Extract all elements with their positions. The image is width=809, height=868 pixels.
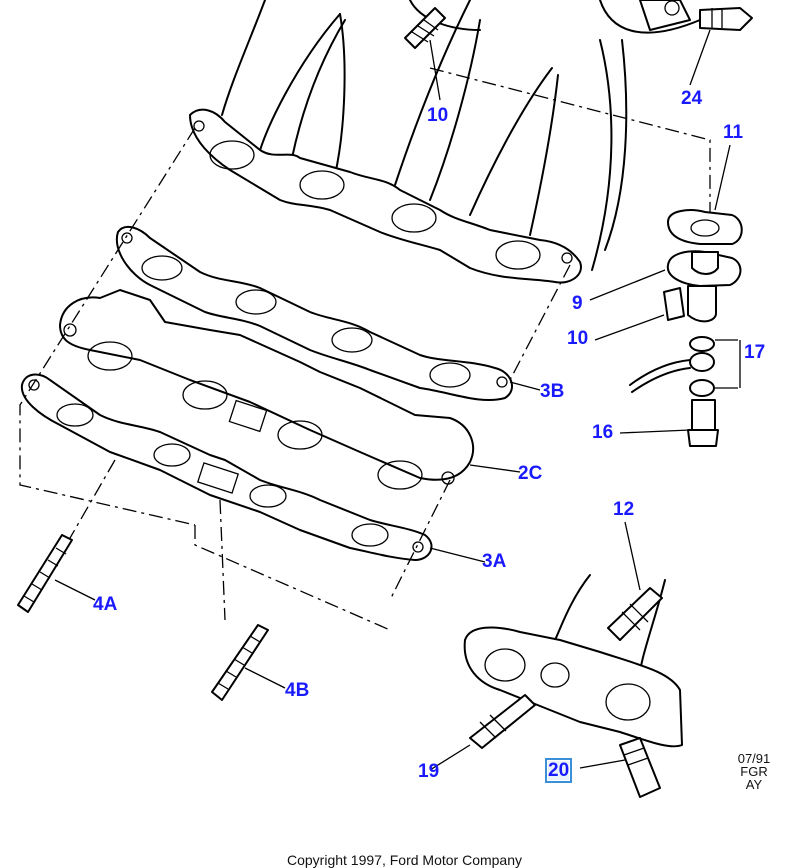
copyright-text: Copyright 1997, Ford Motor Company [287, 852, 522, 868]
gasket-3a [20, 373, 433, 561]
stamp-code-1: FGR [740, 764, 768, 779]
bolt-10 [663, 287, 685, 321]
callout-19[interactable]: 19 [418, 761, 440, 782]
callout-3a[interactable]: 3A [482, 551, 507, 572]
exhaust-flange [463, 574, 683, 748]
stamp-date: 07/91 [737, 751, 771, 766]
callout-10-top[interactable]: 10 [427, 105, 449, 126]
leader-lines [54, 29, 741, 771]
union-16 [691, 399, 716, 431]
stud-4a [17, 534, 73, 613]
stud-4b [211, 624, 269, 701]
gasket-11 [667, 209, 743, 245]
flange-9 [666, 250, 742, 323]
callout-24[interactable]: 24 [681, 88, 703, 109]
callout-17[interactable]: 17 [744, 342, 766, 363]
drawing-stamp: 07/91 FGR AY [726, 752, 782, 791]
sensor-19 [469, 694, 536, 749]
callout-4b[interactable]: 4B [285, 680, 310, 701]
washer-17a [689, 336, 715, 352]
sensor-12 [607, 587, 663, 641]
stamp-code-2: AY [745, 777, 763, 792]
plug-20 [619, 737, 661, 798]
callout-12[interactable]: 12 [613, 499, 635, 520]
callout-10-mid[interactable]: 10 [567, 328, 589, 349]
fitting-24 [699, 7, 753, 31]
callout-20[interactable]: 20 [544, 758, 573, 783]
nut-17 [689, 352, 715, 372]
stud-10-top [404, 7, 446, 49]
callout-16[interactable]: 16 [592, 422, 614, 443]
callout-3b[interactable]: 3B [540, 381, 565, 402]
manifold-flange [189, 108, 582, 284]
callout-9[interactable]: 9 [572, 293, 583, 314]
intake-manifold [221, 0, 701, 271]
callout-2c[interactable]: 2C [518, 463, 543, 484]
callout-11[interactable]: 11 [723, 122, 744, 143]
callout-4a[interactable]: 4A [93, 594, 118, 615]
washer-17b [689, 379, 715, 397]
gasket-3b [115, 225, 514, 402]
